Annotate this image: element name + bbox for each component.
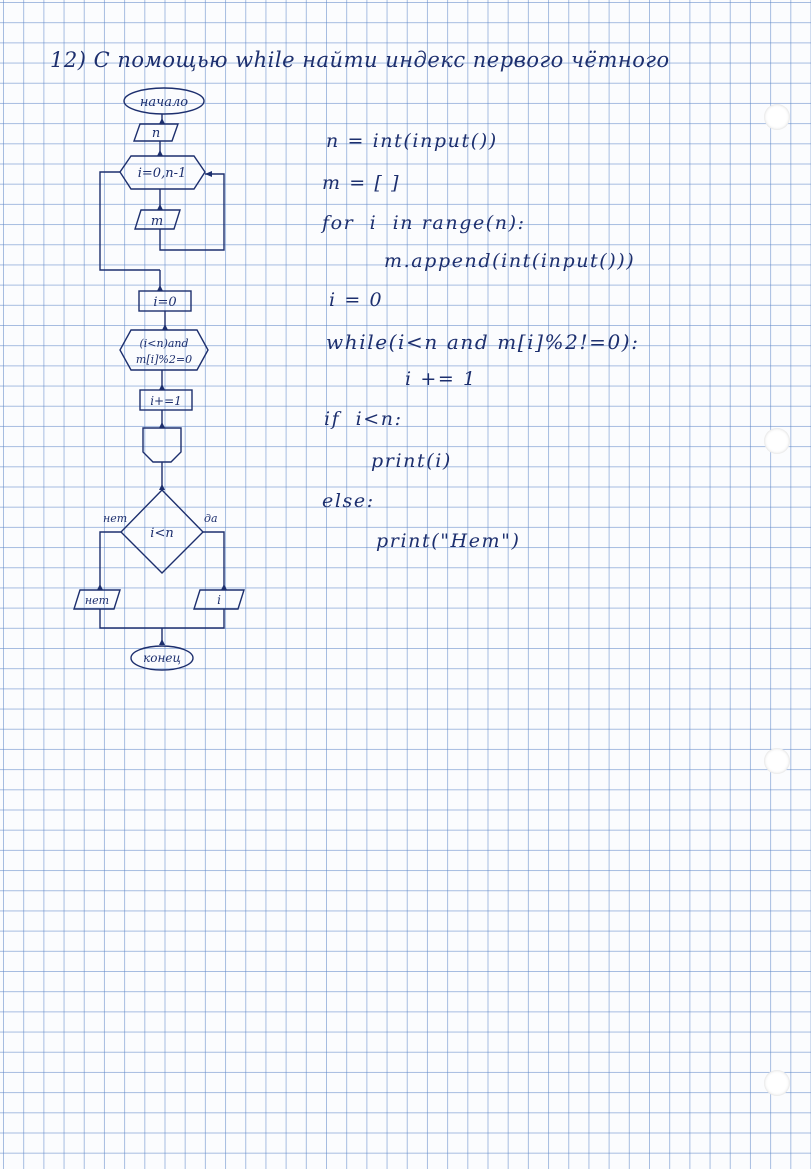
while-label-top: (i<n)and <box>139 337 188 350</box>
increment-block <box>139 389 193 411</box>
increment-label: i+=1 <box>150 394 182 408</box>
while-label-bottom: m[i]%2=0 <box>136 353 192 366</box>
end-terminal <box>130 645 194 671</box>
input-m-label: m <box>151 214 163 229</box>
loop-end-block <box>142 427 182 463</box>
no-branch-label: нет <box>103 512 127 525</box>
code-line: print("Нет") <box>376 530 521 552</box>
decision-block <box>120 488 204 574</box>
input-n-block <box>133 123 179 142</box>
code-line: m = [ ] <box>322 172 401 194</box>
start-label: начало <box>140 95 188 110</box>
task-title: 12) С помощью while найти индекс первого… <box>50 48 670 72</box>
code-line: while(i<n and m[i]%2!=0): <box>326 330 640 354</box>
loop-label: i=0,n-1 <box>138 166 187 181</box>
punch-hole-3 <box>764 748 790 774</box>
output-yes-block <box>193 589 245 610</box>
code-line: i = 0 <box>329 289 384 311</box>
code-line: for i in range(n): <box>322 212 526 234</box>
init-i-label: i=0 <box>153 295 176 310</box>
punch-hole-2 <box>764 428 790 454</box>
input-n-label: n <box>152 126 160 141</box>
code-line: i += 1 <box>405 368 477 390</box>
yes-branch-label: да <box>204 512 218 525</box>
code-line: print(i) <box>371 450 452 472</box>
start-terminal <box>123 87 205 115</box>
output-no-block <box>73 589 121 610</box>
code-line: else: <box>322 490 375 512</box>
end-label: конец <box>143 651 181 665</box>
punch-hole-1 <box>764 104 790 130</box>
input-m-block <box>134 209 181 230</box>
while-condition-block <box>119 329 209 371</box>
output-yes-label: i <box>217 593 221 607</box>
punch-hole-4 <box>764 1070 790 1096</box>
code-line: m.append(int(input())) <box>384 250 636 272</box>
output-no-label: нет <box>85 594 109 607</box>
code-line: if i<n: <box>324 408 403 430</box>
decision-label: i<n <box>150 526 173 541</box>
code-line: n = int(input()) <box>326 130 498 152</box>
